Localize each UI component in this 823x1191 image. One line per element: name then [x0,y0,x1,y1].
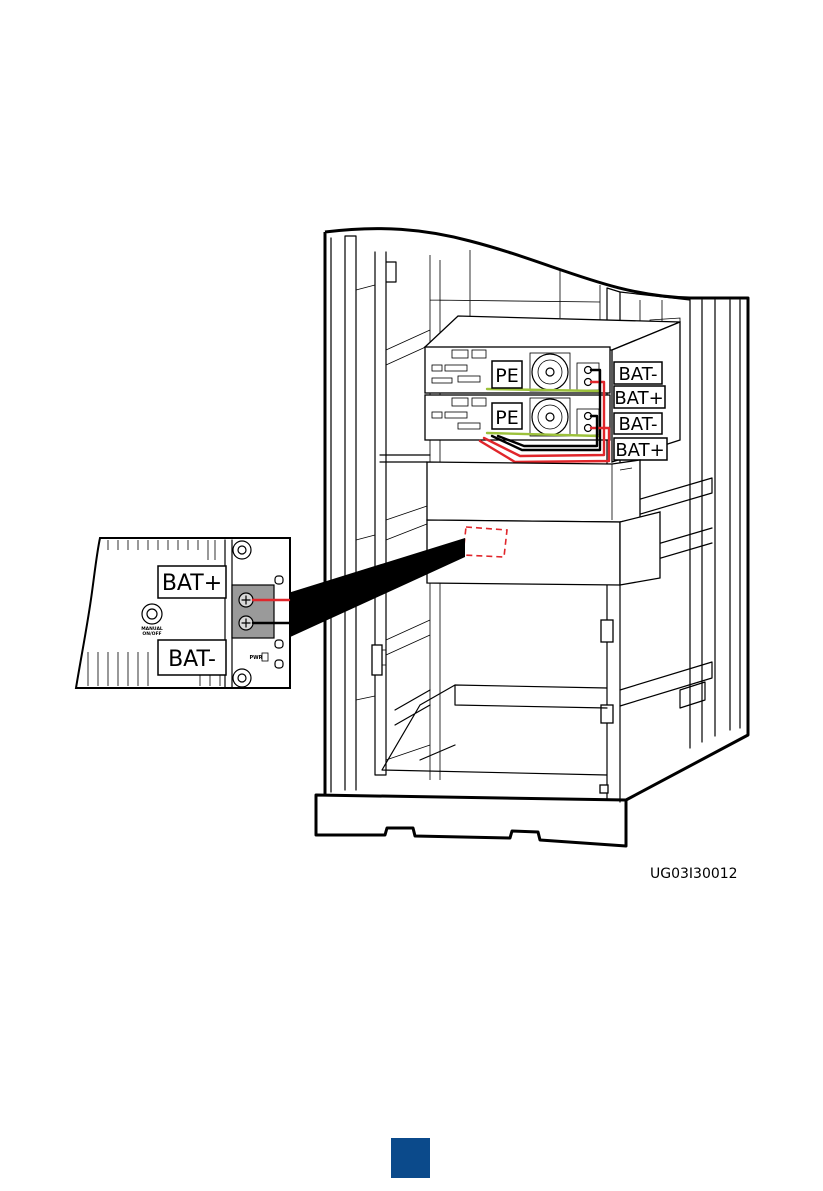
left-clip [372,645,382,675]
bottom-compartment [382,685,607,775]
module-2-port [445,412,467,418]
module-2-port [452,398,468,406]
left-rails-lower [375,620,430,665]
battery-terminal-block [232,585,274,638]
pwr-label: PWR [249,655,262,661]
terminal-detail-inset: MANUAL ON/OFF PWR BAT+ BAT- [76,538,290,688]
pe-label-2: PE [495,407,518,429]
battery-box-side [620,512,660,585]
battery-box-upper [427,460,640,522]
cabinet: PE PE BAT- BAT+ BAT- BAT+ [316,229,748,846]
module-1-port [452,350,468,358]
module-2-port [472,398,486,406]
module-1-port [472,350,486,358]
inner-left-post [375,252,396,775]
pe-label-1: PE [495,365,518,387]
bat-minus-label-2: BAT- [618,414,657,435]
left-post [331,236,356,792]
inset-bat-minus-label: BAT- [168,647,216,672]
module-shelf [380,455,430,462]
right-rail-lower [620,662,712,708]
left-side-detail [356,285,432,760]
page-marker [391,1138,430,1178]
floor-marker [600,785,608,793]
inset-bat-plus-label: BAT+ [162,571,222,596]
module-1-port [432,365,442,371]
module-1-port [458,376,480,382]
bat-plus-label-1: BAT+ [614,388,663,409]
module-2-port [432,412,442,418]
module-2-port [458,423,480,429]
bat-plus-label-2: BAT+ [615,440,664,461]
module-1-port [445,365,467,371]
module-1-fan-grille [530,353,570,391]
manual-switch-label-line2: ON/OFF [142,631,161,637]
post-clip-upper [601,620,613,642]
module-1-port [432,378,452,383]
callout-pointer [288,538,465,638]
bat-minus-label-1: BAT- [618,364,657,385]
figure-code: UG03I30012 [650,866,738,882]
module-2-fan-grille [530,398,570,436]
